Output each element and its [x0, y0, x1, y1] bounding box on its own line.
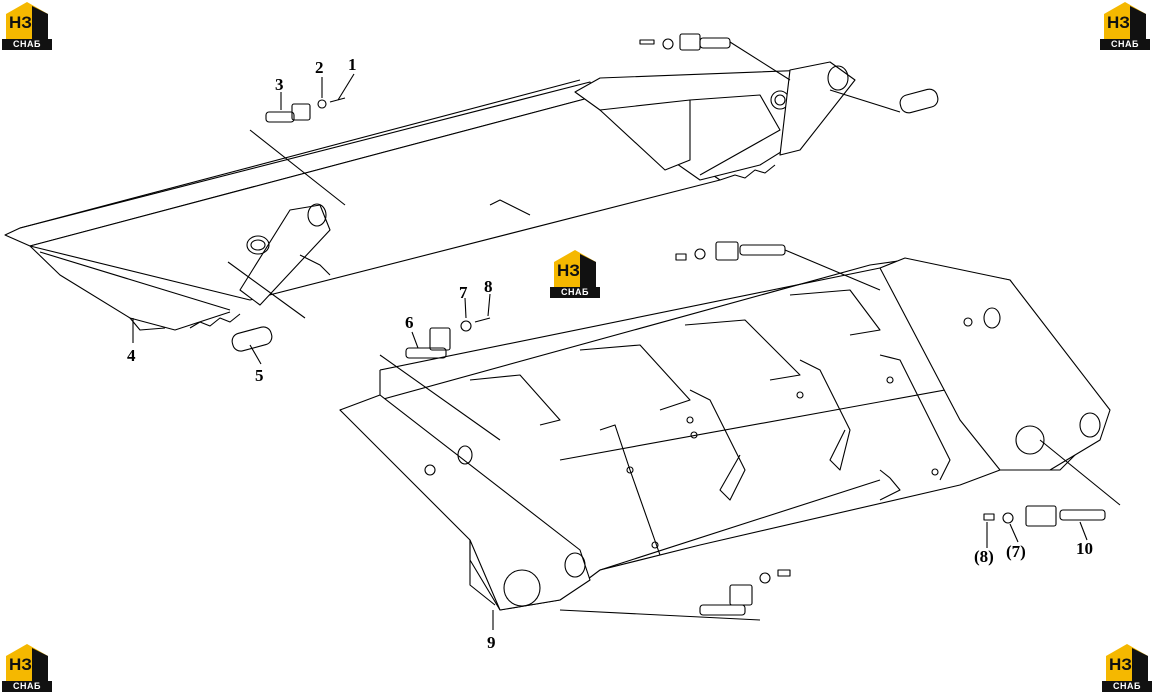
logo-mark: НЗ: [1109, 655, 1132, 674]
callout-6: 6: [405, 313, 414, 332]
logo-mark: НЗ: [9, 13, 32, 32]
watermark-logo-center: НЗ СНАБ: [550, 248, 600, 298]
callout-7: 7: [459, 283, 468, 302]
logo-caption: СНАБ: [1102, 681, 1152, 692]
watermark-logo-bottom-left: НЗ СНАБ: [2, 642, 52, 692]
callout-8: 8: [484, 277, 493, 296]
logo-caption: СНАБ: [2, 681, 52, 692]
pins-and-fasteners: [132, 33, 1121, 630]
callout-10: 10: [1076, 539, 1093, 558]
callout-3: 3: [275, 75, 284, 94]
callout-2: 2: [315, 58, 324, 77]
house-logo-icon: [6, 644, 48, 681]
watermark-logo-top-left: НЗ СНАБ: [2, 0, 52, 50]
house-logo-icon: [1104, 2, 1146, 39]
callout-5: 5: [255, 366, 264, 385]
house-logo-icon: [1106, 644, 1148, 681]
logo-mark: НЗ: [9, 655, 32, 674]
watermark-logo-top-right: НЗ СНАБ: [1100, 0, 1150, 50]
lower-bucket: [339, 257, 1111, 611]
logo-mark: НЗ: [557, 261, 580, 280]
callout-9: 9: [487, 633, 496, 652]
logo-caption: СНАБ: [1100, 39, 1150, 50]
callout-4: 4: [127, 346, 136, 365]
callout-8-ref: (8): [974, 547, 994, 566]
callout-7-ref: (7): [1006, 542, 1026, 561]
watermark-logo-bottom-right: НЗ СНАБ: [1102, 642, 1152, 692]
house-logo-icon: [554, 250, 596, 287]
logo-caption: СНАБ: [2, 39, 52, 50]
logo-mark: НЗ: [1107, 13, 1130, 32]
logo-caption: СНАБ: [550, 287, 600, 298]
callout-1: 1: [348, 55, 357, 74]
house-logo-icon: [6, 2, 48, 39]
upper-bucket: [4, 61, 856, 331]
